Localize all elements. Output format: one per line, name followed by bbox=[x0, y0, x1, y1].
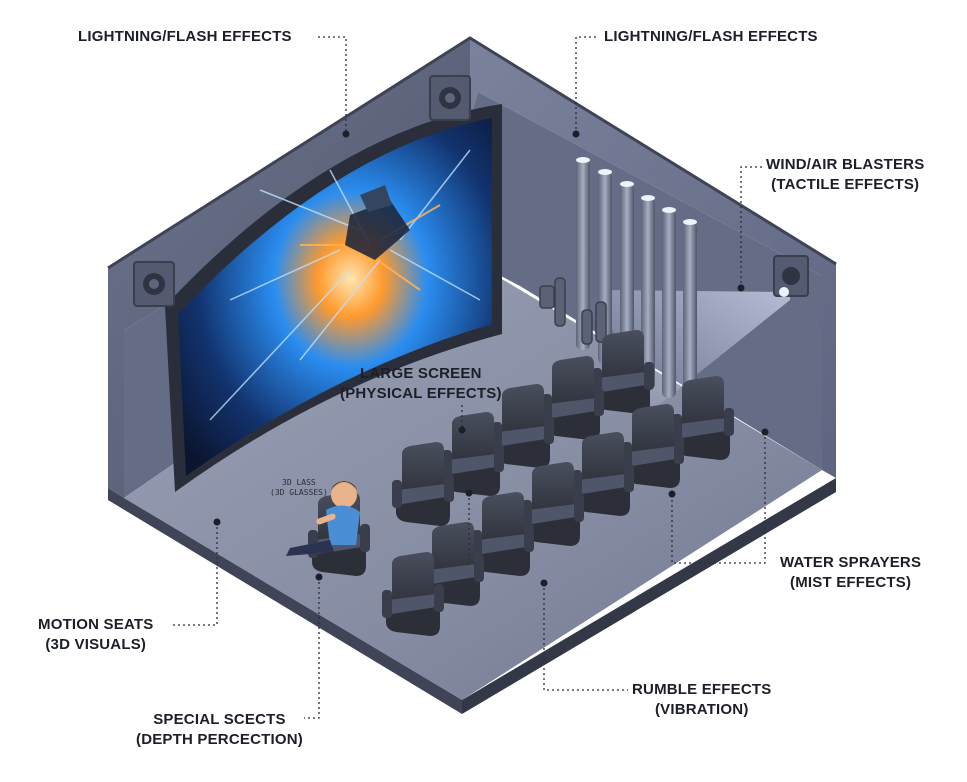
label-motion-seats: MOTION SEATS (3D VISUALS) bbox=[38, 615, 153, 655]
motion-seat-icon bbox=[672, 376, 734, 460]
projector-icon bbox=[773, 255, 809, 297]
speaker-icon bbox=[429, 75, 471, 121]
label-special-effects: SPECIAL SCECTS (DEPTH PERCECTION) bbox=[136, 710, 303, 750]
label-lightning-right-text: LIGHTNING/FLASH EFFECTS bbox=[604, 28, 818, 45]
front-rim-right bbox=[462, 478, 836, 714]
label-wind-line2: (TACTILE EFFECTS) bbox=[771, 176, 920, 193]
callout-dots bbox=[213, 130, 769, 587]
motion-seat-icon bbox=[542, 356, 604, 440]
label-special-line2: (DEPTH PERCECTION) bbox=[136, 731, 303, 748]
left-wall-inner bbox=[124, 92, 822, 498]
label-water-line1: WATER SPRAYERS bbox=[780, 554, 922, 571]
motion-seat-icon bbox=[572, 432, 634, 516]
label-rumble-line2: (VIBRATION) bbox=[654, 701, 749, 718]
speaker-icon bbox=[133, 261, 175, 307]
large-screen bbox=[165, 104, 502, 492]
motion-seat-icon bbox=[472, 492, 534, 576]
label-lightning-left: LIGHTNING/FLASH EFFECTS bbox=[78, 27, 292, 47]
motion-seat-icon bbox=[382, 552, 444, 636]
label-wind-line1: WIND/AIR BLASTERS bbox=[766, 156, 925, 173]
label-special-line1: SPECIAL SCECTS bbox=[153, 711, 286, 728]
label-3d-glasses: 3D LASS (3D GLASSES) bbox=[270, 478, 328, 498]
label-wind-blasters: WIND/AIR BLASTERS (TACTILE EFFECTS) bbox=[766, 155, 924, 195]
motion-seat-icon bbox=[522, 462, 584, 546]
label-water-sprayers: WATER SPRAYERS (MIST EFFECTS) bbox=[780, 553, 921, 593]
front-rim-left bbox=[108, 488, 462, 714]
label-motion-line2: (3D VISUALS) bbox=[45, 636, 147, 653]
label-rumble-line1: RUMBLE EFFECTS bbox=[632, 681, 772, 698]
label-water-line2: (MIST EFFECTS) bbox=[790, 574, 912, 591]
label-lightning-left-text: LIGHTNING/FLASH EFFECTS bbox=[78, 28, 292, 45]
label-screen-line2: (PHYSICAL EFFECTS) bbox=[340, 385, 502, 402]
leader-lines bbox=[172, 36, 766, 719]
motion-seat-icon bbox=[392, 442, 454, 526]
back-wall bbox=[470, 38, 836, 478]
label-glasses-line1: 3D LASS bbox=[282, 478, 316, 487]
motion-seat-icon bbox=[592, 330, 654, 414]
label-rumble-effects: RUMBLE EFFECTS (VIBRATION) bbox=[632, 680, 771, 720]
label-lightning-right: LIGHTNING/FLASH EFFECTS bbox=[604, 27, 818, 47]
viewer bbox=[286, 481, 360, 556]
label-glasses-line2: (3D GLASSES) bbox=[270, 488, 328, 497]
label-screen-line1: LARGE SCREEN bbox=[360, 365, 482, 382]
motion-seat-icon bbox=[492, 384, 554, 468]
motion-seat-icon bbox=[622, 404, 684, 488]
label-motion-line1: MOTION SEATS bbox=[38, 616, 154, 633]
seating-rows bbox=[308, 330, 734, 636]
label-large-screen: LARGE SCREEN (PHYSICAL EFFECTS) bbox=[340, 364, 502, 404]
